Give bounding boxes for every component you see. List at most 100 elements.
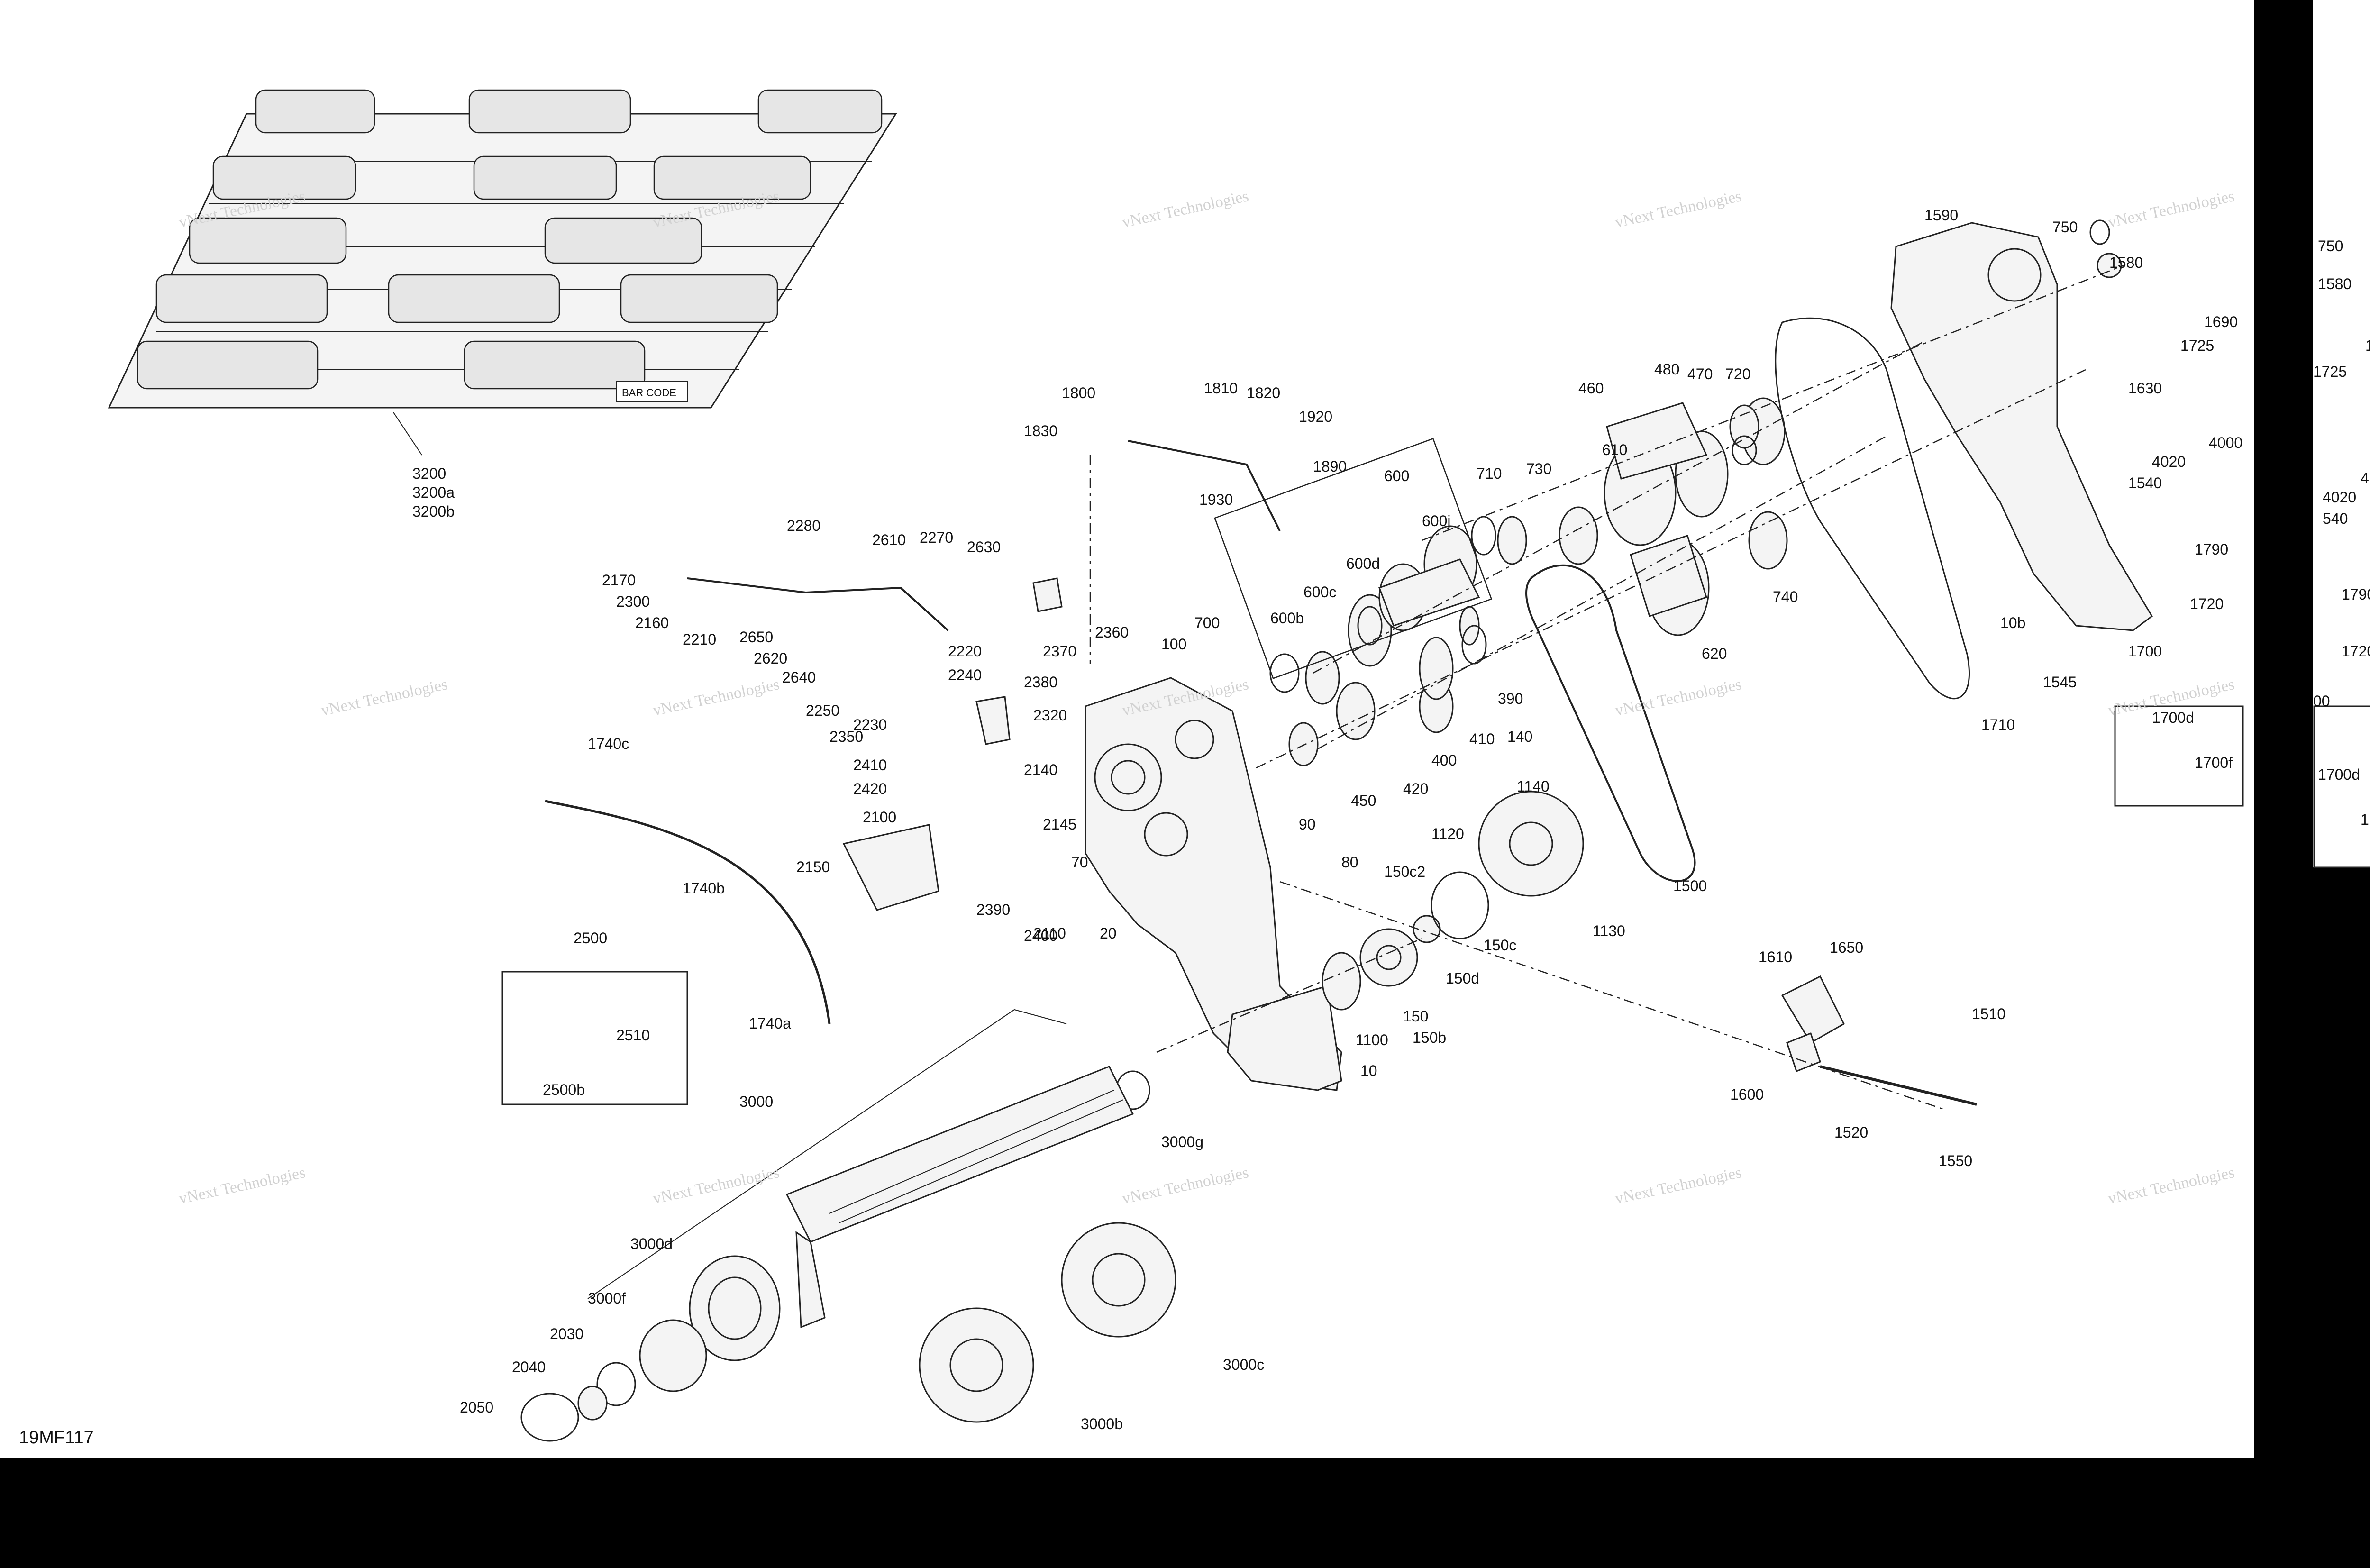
part-label: 1725 bbox=[2313, 363, 2347, 380]
part-label: 720 bbox=[1725, 365, 1750, 383]
part-label: 1600 bbox=[1730, 1086, 1764, 1103]
track-bar-code-text: BAR CODE bbox=[622, 387, 676, 399]
part-label: 2240 bbox=[948, 666, 982, 684]
svg-text:vNext Technologies: vNext Technologies bbox=[2106, 1164, 2236, 1208]
part-label: 2380 bbox=[1024, 674, 1057, 691]
svg-text:vNext Technologies: vNext Technologies bbox=[177, 1164, 307, 1208]
part-label: 620 bbox=[1702, 645, 1727, 662]
part-label: 1590 bbox=[1924, 207, 1958, 224]
watermark-text: vNext Technologies bbox=[1613, 187, 1743, 231]
part-label: 1700f bbox=[2361, 811, 2370, 828]
part-label: 2410 bbox=[853, 757, 887, 774]
part-label: 410 bbox=[1469, 730, 1495, 748]
part-label: 600j bbox=[1422, 512, 1451, 529]
part-label: 1700 bbox=[2128, 643, 2162, 660]
part-label: 4020 bbox=[2152, 453, 2186, 470]
part-label: 3000c bbox=[1223, 1356, 1264, 1373]
part-label: 2370 bbox=[1043, 643, 1076, 660]
part-label: 700 bbox=[1194, 614, 1220, 631]
part-label: 150 bbox=[1403, 1008, 1428, 1025]
part-label: 2220 bbox=[948, 643, 982, 660]
part-label: 4020 bbox=[2323, 489, 2356, 506]
svg-text:vNext Technologies: vNext Technologies bbox=[1613, 187, 1743, 231]
part-label: 90 bbox=[1299, 816, 1316, 833]
part-label: 480 bbox=[1654, 361, 1679, 378]
part-label: 1820 bbox=[1247, 384, 1280, 401]
part-label: 600d bbox=[1346, 555, 1380, 572]
part-label: 1520 bbox=[1834, 1124, 1868, 1141]
part-label: 1610 bbox=[1759, 948, 1792, 966]
watermark-text: vNext Technologies bbox=[1613, 675, 1743, 720]
part-label: 3200 bbox=[412, 465, 446, 482]
part-label: 1700f bbox=[2195, 754, 2233, 771]
part-label: 2350 bbox=[830, 728, 863, 745]
part-label: 1500 bbox=[1673, 877, 1707, 894]
part-label: 1830 bbox=[1024, 422, 1057, 439]
part-label: 2420 bbox=[853, 780, 887, 797]
part-label: 1720 bbox=[2190, 595, 2224, 612]
part-label: 1580 bbox=[2109, 254, 2143, 271]
part-label: 1650 bbox=[1830, 939, 1863, 956]
svg-text:vNext Technologies: vNext Technologies bbox=[2106, 187, 2236, 231]
part-label: 70 bbox=[1071, 854, 1088, 871]
part-label: 2210 bbox=[683, 631, 716, 648]
part-label: 20 bbox=[1100, 925, 1117, 942]
part-label: 1130 bbox=[1593, 922, 1625, 939]
svg-text:vNext Technologies: vNext Technologies bbox=[1121, 187, 1250, 231]
part-label: 2030 bbox=[550, 1325, 583, 1342]
part-label: 1120 bbox=[1431, 825, 1464, 842]
part-label: 1740b bbox=[683, 880, 725, 897]
watermark-text: vNext Technologies bbox=[1613, 1164, 1743, 1208]
part-label: 2320 bbox=[1033, 707, 1067, 724]
part-label: 600 bbox=[1384, 467, 1409, 484]
part-label: 1810 bbox=[1204, 380, 1238, 397]
part-label: 3000b bbox=[1081, 1415, 1123, 1432]
part-label: 150b bbox=[1413, 1029, 1446, 1046]
part-label: 1720 bbox=[2342, 643, 2370, 660]
part-label: 4000 bbox=[2209, 434, 2242, 451]
part-label: 00 bbox=[2313, 693, 2330, 710]
transmission-assembly-drawing bbox=[520, 219, 2153, 1442]
part-label: 140 bbox=[1507, 728, 1532, 745]
part-label: 450 bbox=[1351, 792, 1376, 809]
part-label: 2140 bbox=[1024, 761, 1057, 778]
part-label: 2100 bbox=[863, 809, 896, 826]
track-3200-drawing: BAR CODE bbox=[108, 89, 897, 456]
svg-text:vNext Technologies: vNext Technologies bbox=[651, 675, 781, 720]
part-label: 4000 bbox=[2361, 470, 2370, 487]
part-label: 2620 bbox=[754, 650, 787, 667]
part-label: 740 bbox=[1773, 588, 1798, 605]
watermark-text: vNext Technologies bbox=[651, 675, 781, 720]
part-label: 2230 bbox=[853, 716, 887, 733]
part-label: 1790 bbox=[2342, 586, 2370, 603]
part-label: 2160 bbox=[635, 614, 669, 631]
part-label: 3000 bbox=[739, 1093, 773, 1110]
part-label: 1800 bbox=[1062, 384, 1095, 401]
part-label: 1140 bbox=[1517, 778, 1550, 795]
svg-text:vNext Technologies: vNext Technologies bbox=[1613, 675, 1743, 720]
svg-text:vNext Technologies: vNext Technologies bbox=[319, 675, 449, 720]
part-label: 1700d bbox=[2318, 766, 2360, 783]
watermark-text: vNext Technologies bbox=[2106, 1164, 2236, 1208]
part-label: 2500 bbox=[574, 930, 607, 947]
callout-box-strip bbox=[2313, 705, 2370, 868]
part-label: 1540 bbox=[2128, 474, 2162, 492]
part-label: 2040 bbox=[512, 1358, 546, 1376]
part-label: 150d bbox=[1446, 970, 1479, 987]
part-label: 2300 bbox=[616, 593, 650, 610]
watermark-text: vNext Technologies bbox=[1121, 187, 1250, 231]
part-label: 1740c bbox=[588, 735, 629, 752]
part-label: 1920 bbox=[1299, 408, 1332, 425]
part-label: 600c bbox=[1304, 583, 1336, 601]
svg-text:vNext Technologies: vNext Technologies bbox=[1121, 1164, 1250, 1208]
part-label: 2650 bbox=[739, 629, 773, 646]
svg-text:vNext Technologies: vNext Technologies bbox=[1613, 1164, 1743, 1208]
part-label: 100 bbox=[1161, 636, 1186, 653]
part-label: 2170 bbox=[602, 572, 636, 589]
watermark-text: vNext Technologies bbox=[2106, 187, 2236, 231]
part-label: 390 bbox=[1498, 690, 1523, 707]
callout-box-600 bbox=[1214, 438, 1493, 679]
part-label: 2400 bbox=[1024, 927, 1057, 944]
